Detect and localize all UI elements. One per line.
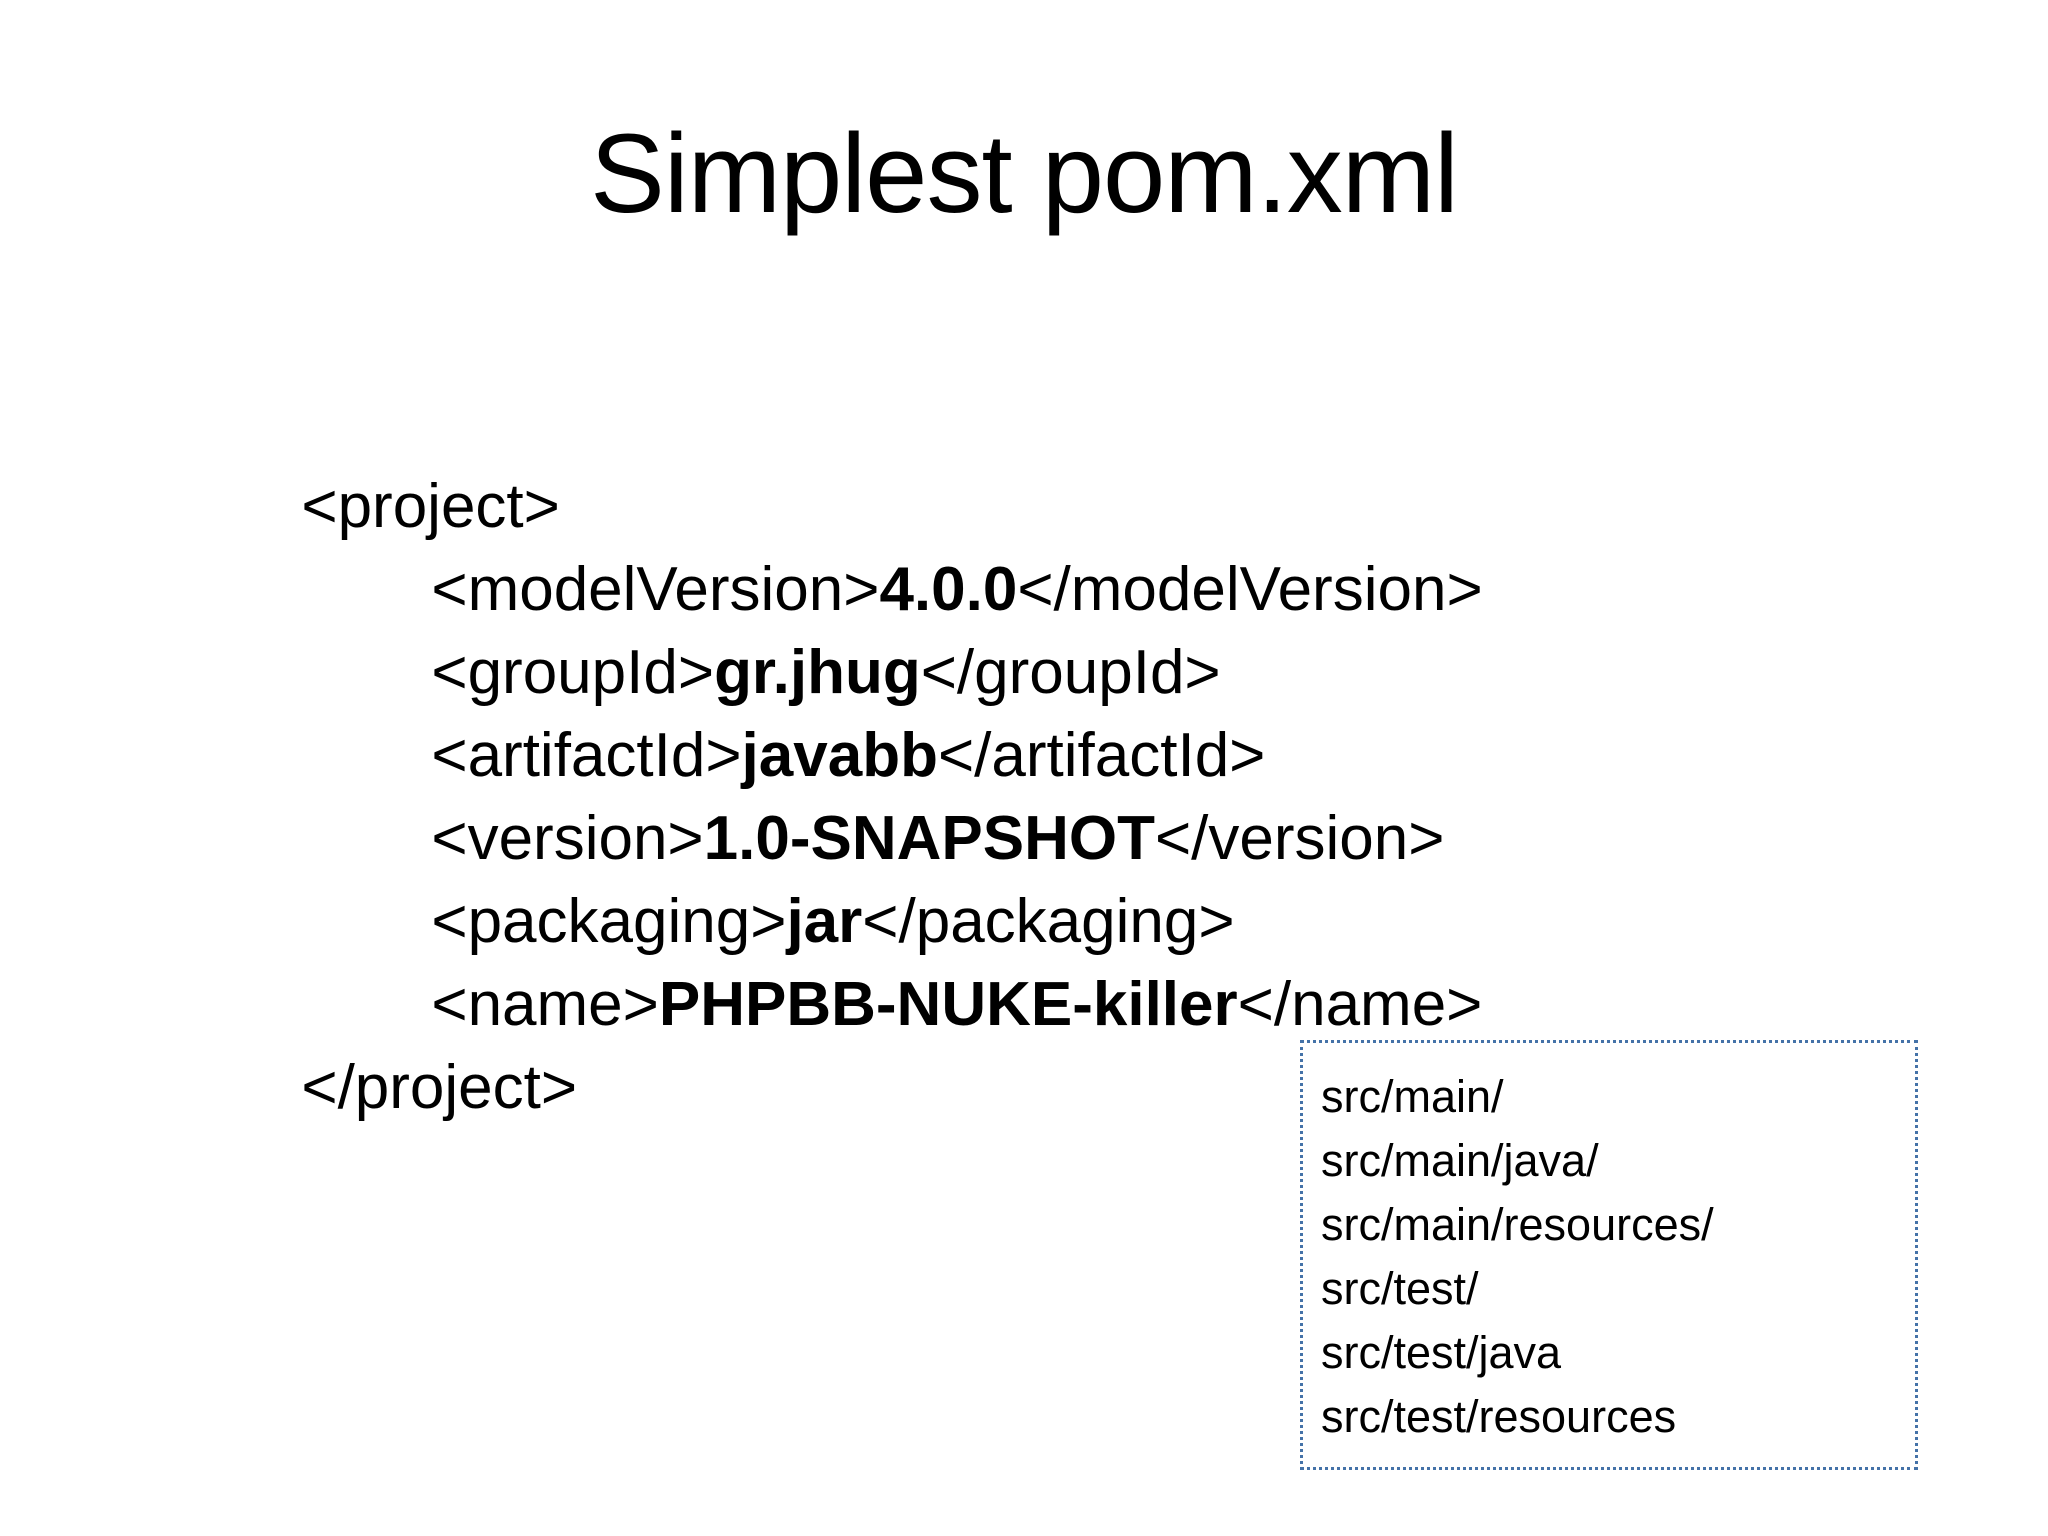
- code-line: <groupId>gr.jhug</groupId>: [198, 548, 1483, 707]
- code-line: <version>1.0-SNAPSHOT</version>: [198, 714, 1483, 873]
- xml-value: 1.0-SNAPSHOT: [703, 804, 1155, 873]
- xml-value: 4.0.0: [879, 555, 1018, 624]
- xml-value: gr.jhug: [714, 638, 921, 707]
- xml-open-tag: <version>: [431, 804, 704, 873]
- xml-value: javabb: [741, 721, 938, 790]
- xml-close-tag: </name>: [1237, 970, 1483, 1039]
- list-item: src/main/java/: [1321, 1135, 1599, 1186]
- code-line: </project>: [198, 963, 1483, 1122]
- list-item: src/main/resources/: [1321, 1199, 1714, 1250]
- xml-open-tag: </project>: [301, 1053, 578, 1122]
- xml-open-tag: <groupId>: [431, 638, 715, 707]
- xml-open-tag: <project>: [301, 472, 560, 541]
- directory-path-list: src/main/ src/main/java/ src/main/resour…: [1321, 1065, 1714, 1449]
- xml-close-tag: </modelVersion>: [1017, 555, 1483, 624]
- code-line: <packaging>jar</packaging>: [198, 797, 1483, 956]
- code-line: <artifactId>javabb</artifactId>: [198, 631, 1483, 790]
- list-item: src/test/resources: [1321, 1391, 1677, 1442]
- xml-close-tag: </version>: [1154, 804, 1445, 873]
- list-item: src/test/: [1321, 1263, 1479, 1314]
- xml-close-tag: </packaging>: [862, 887, 1235, 956]
- xml-open-tag: <packaging>: [431, 887, 787, 956]
- page-title: Simplest pom.xml: [590, 111, 1459, 236]
- xml-open-tag: <name>: [431, 970, 659, 1039]
- directory-structure-box: src/main/ src/main/java/ src/main/resour…: [1300, 1040, 1918, 1470]
- xml-close-tag: </artifactId>: [937, 721, 1266, 790]
- code-line: <project>: [198, 382, 1483, 541]
- list-item: src/test/java: [1321, 1327, 1562, 1378]
- xml-open-tag: <artifactId>: [431, 721, 742, 790]
- xml-value: jar: [786, 887, 863, 956]
- pom-xml-code-block: <project> <modelVersion>4.0.0</modelVers…: [198, 382, 1483, 1122]
- list-item: src/main/: [1321, 1071, 1504, 1122]
- xml-close-tag: </groupId>: [920, 638, 1221, 707]
- xml-value: PHPBB-NUKE-killer: [658, 970, 1238, 1039]
- code-line: <name>PHPBB-NUKE-killer</name>: [198, 880, 1483, 1039]
- code-line: <modelVersion>4.0.0</modelVersion>: [198, 465, 1482, 624]
- xml-open-tag: <modelVersion>: [431, 555, 880, 624]
